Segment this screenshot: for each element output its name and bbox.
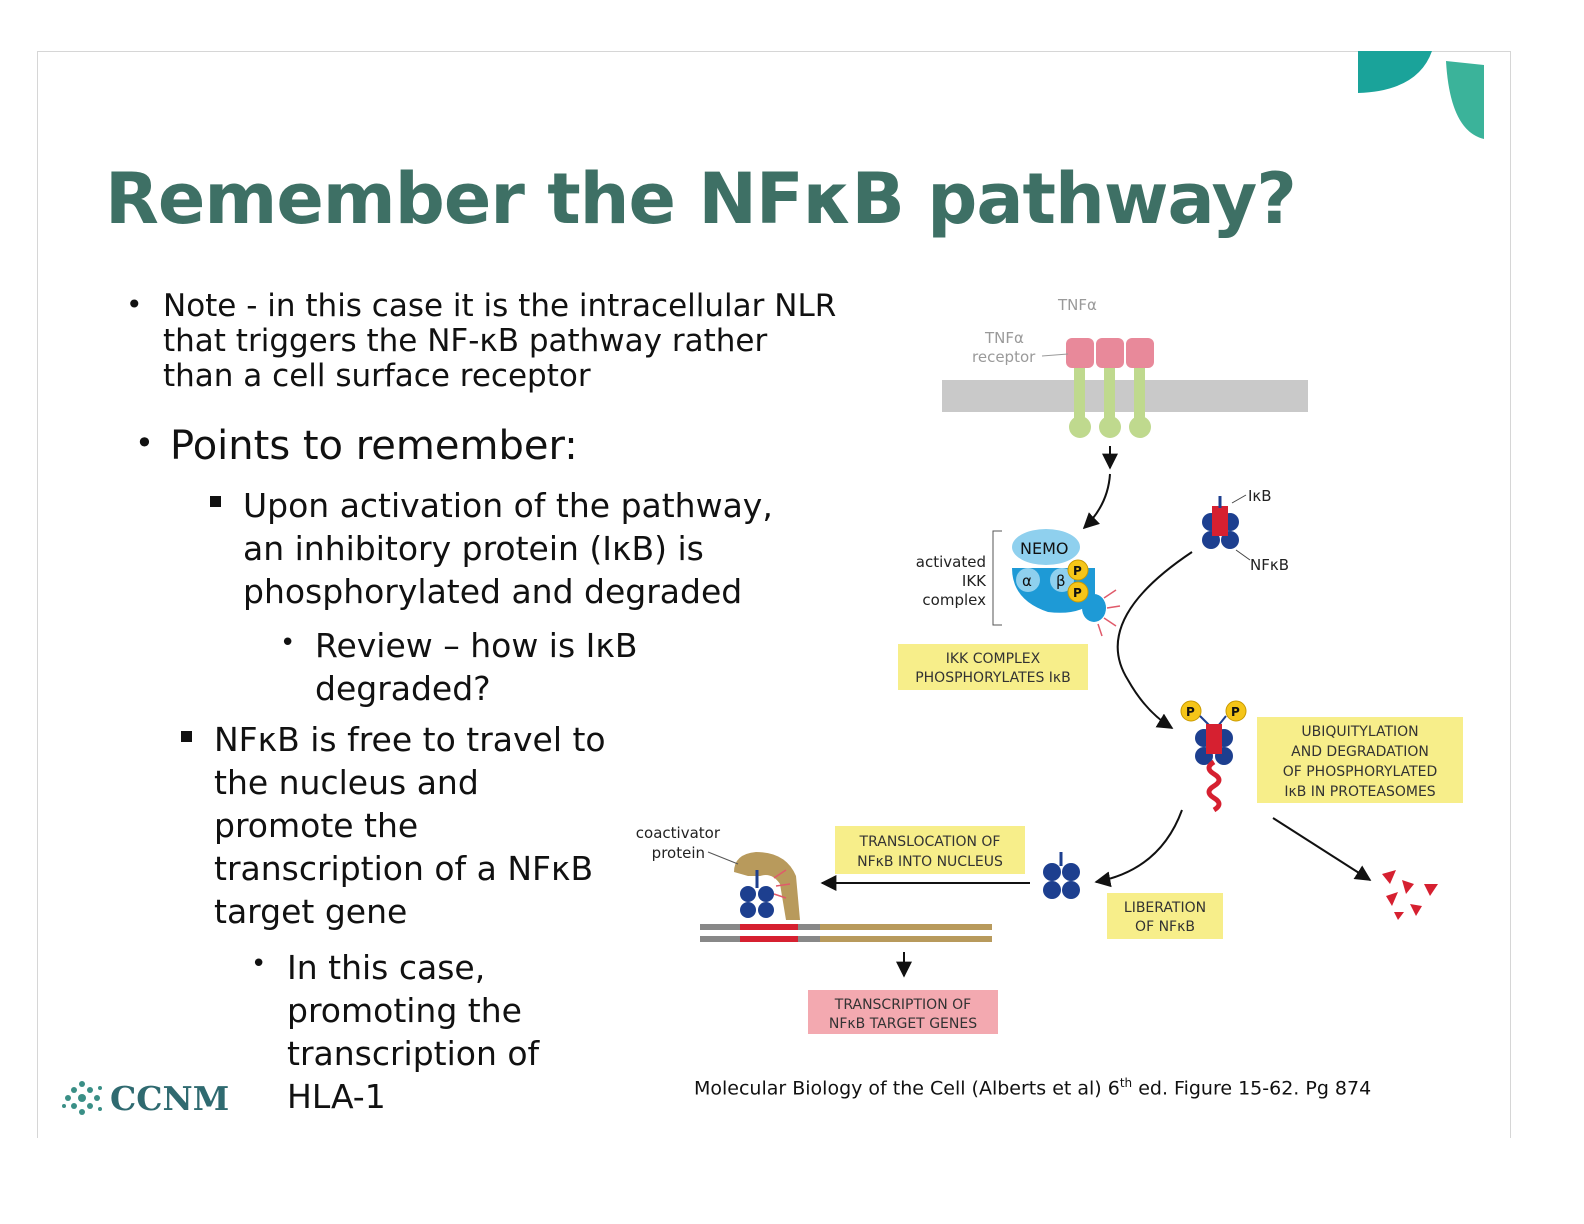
tnfa-receptor-label: TNFα xyxy=(984,329,1024,347)
phospho-label: P xyxy=(1231,705,1240,719)
corner-decoration xyxy=(1358,51,1484,139)
sub-point-line: the nucleus and xyxy=(214,763,479,802)
citation-tail: ed. Figure 15-62. Pg 874 xyxy=(1132,1077,1372,1100)
degraded-fragments xyxy=(1382,870,1438,920)
tnfa-receptor-label: receptor xyxy=(972,348,1036,366)
ccnm-logo: CCNM xyxy=(60,1078,229,1118)
phosphorylated-ikb-complex xyxy=(1180,700,1247,813)
ubiquitylation-box-text: OF PHOSPHORYLATED xyxy=(1283,764,1438,780)
ikb-label: IκB xyxy=(1248,487,1272,505)
activated-ikk-label: complex xyxy=(922,591,986,609)
sub-point-line: transcription of a NFκB xyxy=(214,849,594,888)
activated-ikk-label: activated xyxy=(916,553,986,571)
phospho-label: P xyxy=(1073,564,1082,578)
tnf-receptor-group xyxy=(1066,338,1154,438)
arrow xyxy=(1116,551,1193,729)
case-line: promoting the xyxy=(287,991,522,1030)
nfkb-label: NFκB xyxy=(1250,556,1289,574)
ubiquitylation-box-text: IκB IN PROTEASOMES xyxy=(1284,784,1435,800)
note-line: that triggers the NF-κB pathway rather xyxy=(163,323,768,359)
phospho-label: P xyxy=(1073,586,1082,600)
note-text: Note - in this case it is the intracellu… xyxy=(163,289,836,394)
bullet-dot: • xyxy=(135,424,154,462)
bullet-dot: • xyxy=(280,628,296,658)
cell-membrane xyxy=(942,380,1308,412)
logo-text: CCNM xyxy=(110,1078,230,1118)
sub-point-2: NFκB is free to travel to the nucleus an… xyxy=(214,718,606,933)
ikk-box-text: PHOSPHORYLATES IκB xyxy=(915,670,1071,686)
free-nfkb xyxy=(1043,852,1080,899)
alpha-label: α xyxy=(1022,572,1032,590)
liberation-box-text: LIBERATION xyxy=(1124,900,1206,916)
figure-citation: Molecular Biology of the Cell (Alberts e… xyxy=(694,1076,1371,1099)
case-line: In this case, xyxy=(287,948,486,987)
case-line: HLA-1 xyxy=(287,1077,386,1116)
note-line: Note - in this case it is the intracellu… xyxy=(163,288,837,324)
sub-point-line: NFκB is free to travel to xyxy=(214,720,606,759)
liberation-box-text: OF NFκB xyxy=(1135,919,1195,935)
review-point: Review – how is IκB degraded? xyxy=(315,624,637,710)
bullet-dot: • xyxy=(251,949,267,979)
ubiquitylation-box-text: UBIQUITYLATION xyxy=(1301,724,1418,740)
transcription-box-text: NFκB TARGET GENES xyxy=(829,1016,977,1032)
square-bullet xyxy=(210,496,221,507)
translocation-box xyxy=(835,826,1025,874)
liberation-box xyxy=(1107,893,1223,939)
transcription-box xyxy=(808,990,998,1034)
citation-sup: th xyxy=(1119,1076,1133,1090)
ikb-nfkb-complex xyxy=(1202,496,1239,549)
case-line: transcription of xyxy=(287,1034,540,1073)
slide-frame xyxy=(37,51,1511,1138)
square-bullet xyxy=(181,731,192,742)
dna-strand xyxy=(700,924,992,942)
bullet-dot: • xyxy=(126,288,143,321)
review-line: degraded? xyxy=(315,669,491,708)
note-line: than a cell surface receptor xyxy=(163,358,591,394)
transcription-box-text: TRANSCRIPTION OF xyxy=(834,997,971,1013)
sub-point-line: phosphorylated and degraded xyxy=(243,572,743,611)
ikk-complex xyxy=(1012,529,1121,637)
citation-main: Molecular Biology of the Cell (Alberts e… xyxy=(694,1077,1120,1100)
coactivator-label: coactivator xyxy=(636,824,721,842)
coactivator-label: protein xyxy=(652,844,705,862)
ubiquitylation-box-text: AND DEGRADATION xyxy=(1291,744,1429,760)
arrow xyxy=(1082,473,1111,530)
arrow xyxy=(1094,809,1183,888)
sub-point-line: an inhibitory protein (IκB) is xyxy=(243,529,704,568)
sub-point-line: promote the xyxy=(214,806,419,845)
coactivator-protein xyxy=(734,852,800,920)
ikk-box-text: IKK COMPLEX xyxy=(946,651,1041,667)
tnfa-label: TNFα xyxy=(1057,296,1097,314)
arrow xyxy=(1272,817,1372,881)
nemo-label: NEMO xyxy=(1020,539,1068,558)
sub-point-1: Upon activation of the pathway, an inhib… xyxy=(243,484,773,613)
sub-point-line: target gene xyxy=(214,892,408,931)
case-point: In this case, promoting the transcriptio… xyxy=(287,946,539,1118)
beta-label: β xyxy=(1056,572,1066,590)
sub-point-line: Upon activation of the pathway, xyxy=(243,486,773,525)
ubiquitylation-box xyxy=(1257,717,1463,803)
phospho-label: P xyxy=(1186,705,1195,719)
slide-title: Remember the NFκB pathway? xyxy=(105,158,1297,240)
review-line: Review – how is IκB xyxy=(315,626,638,665)
translocation-box-text: TRANSLOCATION OF xyxy=(859,834,1001,850)
logo-mark-icon xyxy=(62,1081,102,1115)
ikk-phosphorylates-box xyxy=(898,644,1088,690)
translocation-box-text: NFκB INTO NUCLEUS xyxy=(857,854,1003,870)
activated-ikk-label: IKK xyxy=(962,572,987,590)
points-heading: Points to remember: xyxy=(170,423,578,469)
